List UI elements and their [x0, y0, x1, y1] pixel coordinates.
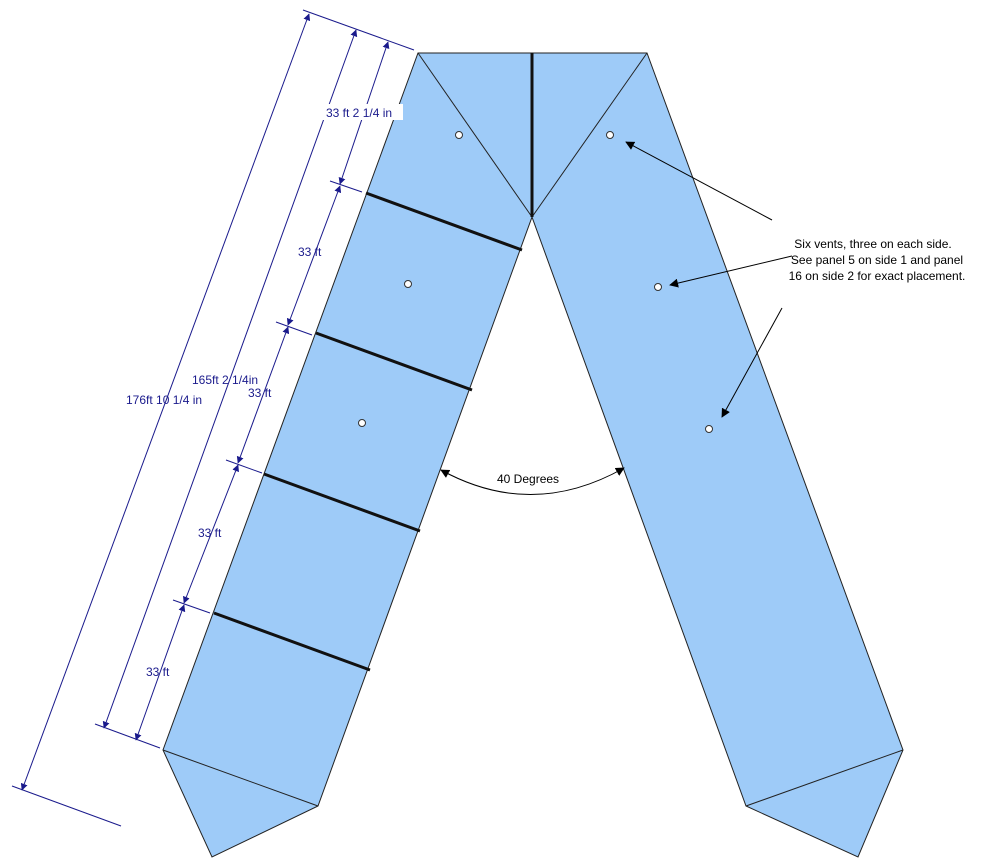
- vent-circle-icon: [404, 280, 412, 288]
- vent-note: Six vents, three on each side. See panel…: [789, 237, 966, 283]
- vent-circle-icon: [606, 131, 614, 139]
- panel-5-dimension-label: 33 ft: [146, 665, 170, 679]
- vent-note-line-3: 16 on side 2 for exact placement.: [789, 269, 966, 283]
- left-leg-panel: [162, 52, 533, 858]
- leader-to-vent-lower: [721, 307, 783, 418]
- top-panel-dimension-label: 33 ft 2 1/4 in: [326, 106, 392, 120]
- seam-1: [365, 191, 523, 252]
- panel-4-dimension-line: [183, 464, 239, 604]
- panel-2-dimension-line: [286, 185, 342, 326]
- vents: [358, 131, 713, 433]
- panel-5-dimension-line: [134, 604, 186, 741]
- overall-length-label: 176ft 10 1/4 in: [126, 393, 202, 407]
- leader-to-vent-middle: [669, 255, 793, 288]
- panel-3-dimension-label: 33 ft: [248, 386, 272, 400]
- panel-4-dimension-label: 33 ft: [198, 526, 222, 540]
- vent-leaders: [625, 141, 793, 418]
- right-leg-panel: [531, 52, 904, 858]
- vent-note-line-1: Six vents, three on each side.: [794, 237, 951, 251]
- dimension-labels: 33 ft 2 1/4 in 33 ft 165ft 2 1/4in 33 ft…: [126, 104, 403, 679]
- vent-circle-icon: [455, 131, 463, 139]
- vent-circle-icon: [358, 419, 366, 427]
- angle-label: 40 Degrees: [497, 472, 559, 486]
- seamed-length-label: 165ft 2 1/4in: [192, 373, 258, 387]
- angle-arc: [440, 467, 625, 495]
- panel-2-dimension-label: 33 ft: [298, 245, 322, 259]
- vent-circle-icon: [654, 283, 662, 291]
- panel-3-dimension-line: [236, 326, 290, 464]
- vent-circle-icon: [705, 425, 713, 433]
- vent-note-line-2: See panel 5 on side 1 and panel: [791, 253, 963, 267]
- leader-to-vent-top: [625, 141, 773, 221]
